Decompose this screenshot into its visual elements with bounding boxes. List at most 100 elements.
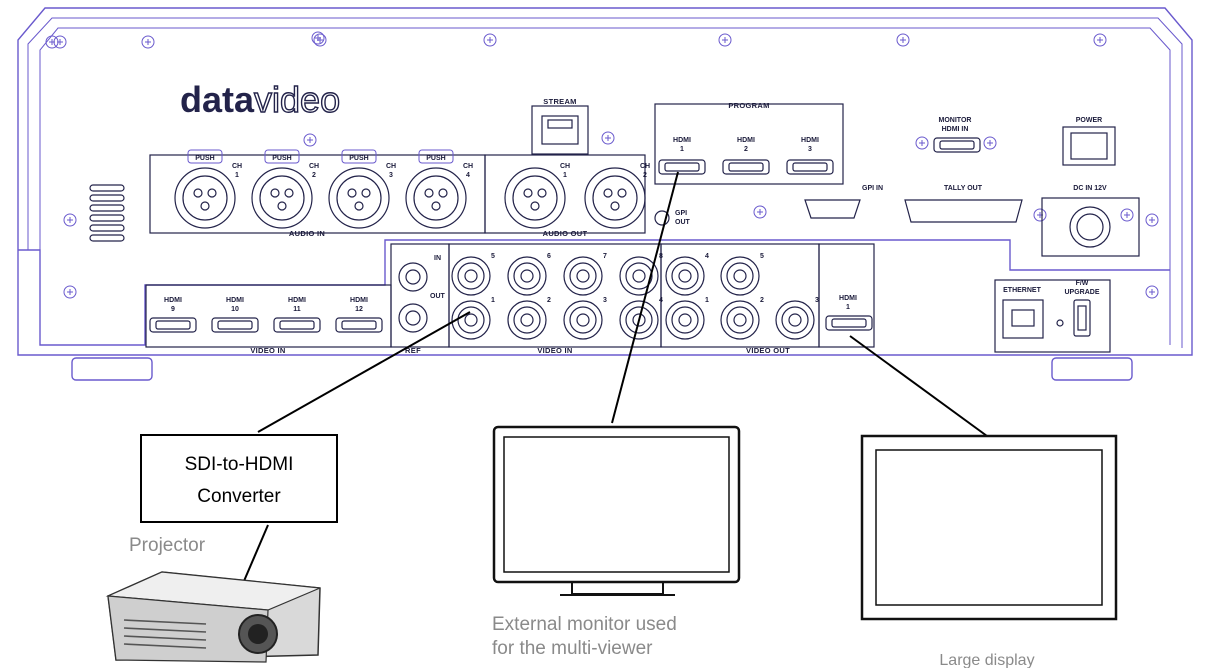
hdmi-in-port-label: HDMI	[288, 297, 306, 304]
ref-label: REF	[405, 346, 421, 355]
fw-label-1: F/W	[1076, 280, 1089, 287]
gpi-out-label-1: GPI	[675, 210, 687, 217]
program-port-number: 2	[744, 146, 748, 153]
screw-icon	[753, 205, 767, 219]
gpi-in: GPI IN	[804, 185, 883, 219]
fw-label-2: UPGRADE	[1064, 289, 1099, 296]
sdi-in-number: 6	[547, 253, 551, 260]
brand-suffix: video	[254, 79, 340, 120]
screw-icon	[313, 33, 327, 47]
screw-icon	[983, 136, 997, 150]
sdi-out-connector	[665, 256, 705, 296]
gpi-out: GPI OUT	[654, 210, 691, 226]
hdmi-video-in-port	[335, 317, 383, 333]
audio-in-channel-number: 3	[389, 172, 393, 179]
program-hdmi-port	[786, 159, 834, 175]
screw-icon	[303, 133, 317, 147]
push-label: PUSH	[426, 155, 445, 162]
large-display: Large display	[860, 434, 1118, 668]
tally-out: TALLY OUT	[904, 185, 1023, 223]
audio-in-channel-number: 1	[235, 172, 239, 179]
screw-icon	[718, 33, 732, 47]
sdi-in-connector	[563, 300, 603, 340]
ch-label: CH	[232, 163, 242, 170]
sdi-in-number: 5	[491, 253, 495, 260]
sdi-in-connector	[451, 300, 491, 340]
ch-label: CH	[386, 163, 396, 170]
hdmi-in-port-number: 9	[171, 306, 175, 313]
gpi-out-label-2: OUT	[675, 219, 691, 226]
ethernet-label: ETHERNET	[1003, 287, 1041, 294]
hdmi-video-in-port	[273, 317, 321, 333]
ref-ports: IN OUT REF	[390, 243, 450, 355]
xlr-audio-in-connector	[405, 167, 467, 229]
sdi-in-connector	[507, 300, 547, 340]
monitor-caption-1: External monitor used	[492, 614, 677, 635]
brand-logo: datavideo	[180, 79, 340, 120]
xlr-audio-in-connector	[174, 167, 236, 229]
ch-label: CH	[640, 163, 650, 170]
monitor-hdmi-in: MONITOR HDMI IN	[933, 117, 981, 153]
screw-icon	[63, 285, 77, 299]
sdi-in-number: 2	[547, 297, 551, 304]
audio-section: AUDIO IN AUDIO OUT PUSHCH1PUSHCH2PUSHCH3…	[149, 149, 650, 238]
push-tab: PUSH	[264, 149, 300, 164]
sdi-in-number: 7	[603, 253, 607, 260]
gpi-in-label: GPI IN	[862, 185, 883, 192]
projector: Projector	[105, 535, 321, 663]
hdmi-in-port-label: HDMI	[226, 297, 244, 304]
power-switch: POWER	[1062, 117, 1116, 166]
sdi-in-number: 1	[491, 297, 495, 304]
screw-icon	[141, 35, 155, 49]
vent-slots	[89, 184, 125, 242]
line-to-converter	[257, 311, 471, 433]
xlr-audio-out-connector	[504, 167, 566, 229]
hdmi-in-port-number: 10	[231, 306, 239, 313]
ref-out-label: OUT	[430, 293, 446, 300]
ch-label: CH	[560, 163, 570, 170]
program-hdmi-port	[658, 159, 706, 175]
screw-icon	[1093, 33, 1107, 47]
ref-in-label: IN	[434, 255, 441, 262]
screw-icon	[483, 33, 497, 47]
xlr-audio-out-connector	[584, 167, 646, 229]
hdmi-in-port-label: HDMI	[164, 297, 182, 304]
screw-icon	[915, 136, 929, 150]
program-port-number: 3	[808, 146, 812, 153]
push-tab: PUSH	[187, 149, 223, 164]
sdi-video-out-label: VIDEO OUT	[746, 346, 790, 355]
audio-out-label: AUDIO OUT	[543, 229, 588, 238]
ch-label: CH	[309, 163, 319, 170]
sdi-in-connector	[619, 300, 659, 340]
xlr-audio-in-connector	[328, 167, 390, 229]
sdi-in-connector	[563, 256, 603, 296]
sdi-in-number: 8	[659, 253, 663, 260]
sdi-in-connector	[619, 256, 659, 296]
power-label: POWER	[1076, 117, 1102, 124]
sdi-out-connector	[665, 300, 705, 340]
screw-icons	[45, 31, 1159, 299]
sdi-out-number: 3	[815, 297, 819, 304]
screw-icon	[1145, 213, 1159, 227]
screw-icon	[53, 35, 67, 49]
sdi-out-number: 2	[760, 297, 764, 304]
monitor-caption-2: for the multi-viewer	[492, 638, 653, 659]
hdmi-in-port-number: 12	[355, 306, 363, 313]
projector-label: Projector	[129, 535, 206, 556]
hdmi-video-in-label: VIDEO IN	[250, 346, 285, 355]
ethernet-fw: ETHERNET F/W UPGRADE	[994, 279, 1111, 353]
stream-port: STREAM	[531, 97, 589, 155]
audio-in-label: AUDIO IN	[289, 229, 325, 238]
program-label: PROGRAM	[728, 101, 769, 110]
converter-callout: SDI-to-HDMI Converter	[140, 434, 338, 523]
dc-in: DC IN 12V	[1041, 185, 1140, 257]
sdi-in-number: 4	[659, 297, 663, 304]
audio-in-channel-number: 4	[466, 172, 470, 179]
hdmi-video-in-port	[149, 317, 197, 333]
hdmi-in-port-label: HDMI	[350, 297, 368, 304]
device-rear-panel: datavideo STREAM PROGRAM HDMI1HDMI2HDMI3…	[17, 7, 1193, 381]
